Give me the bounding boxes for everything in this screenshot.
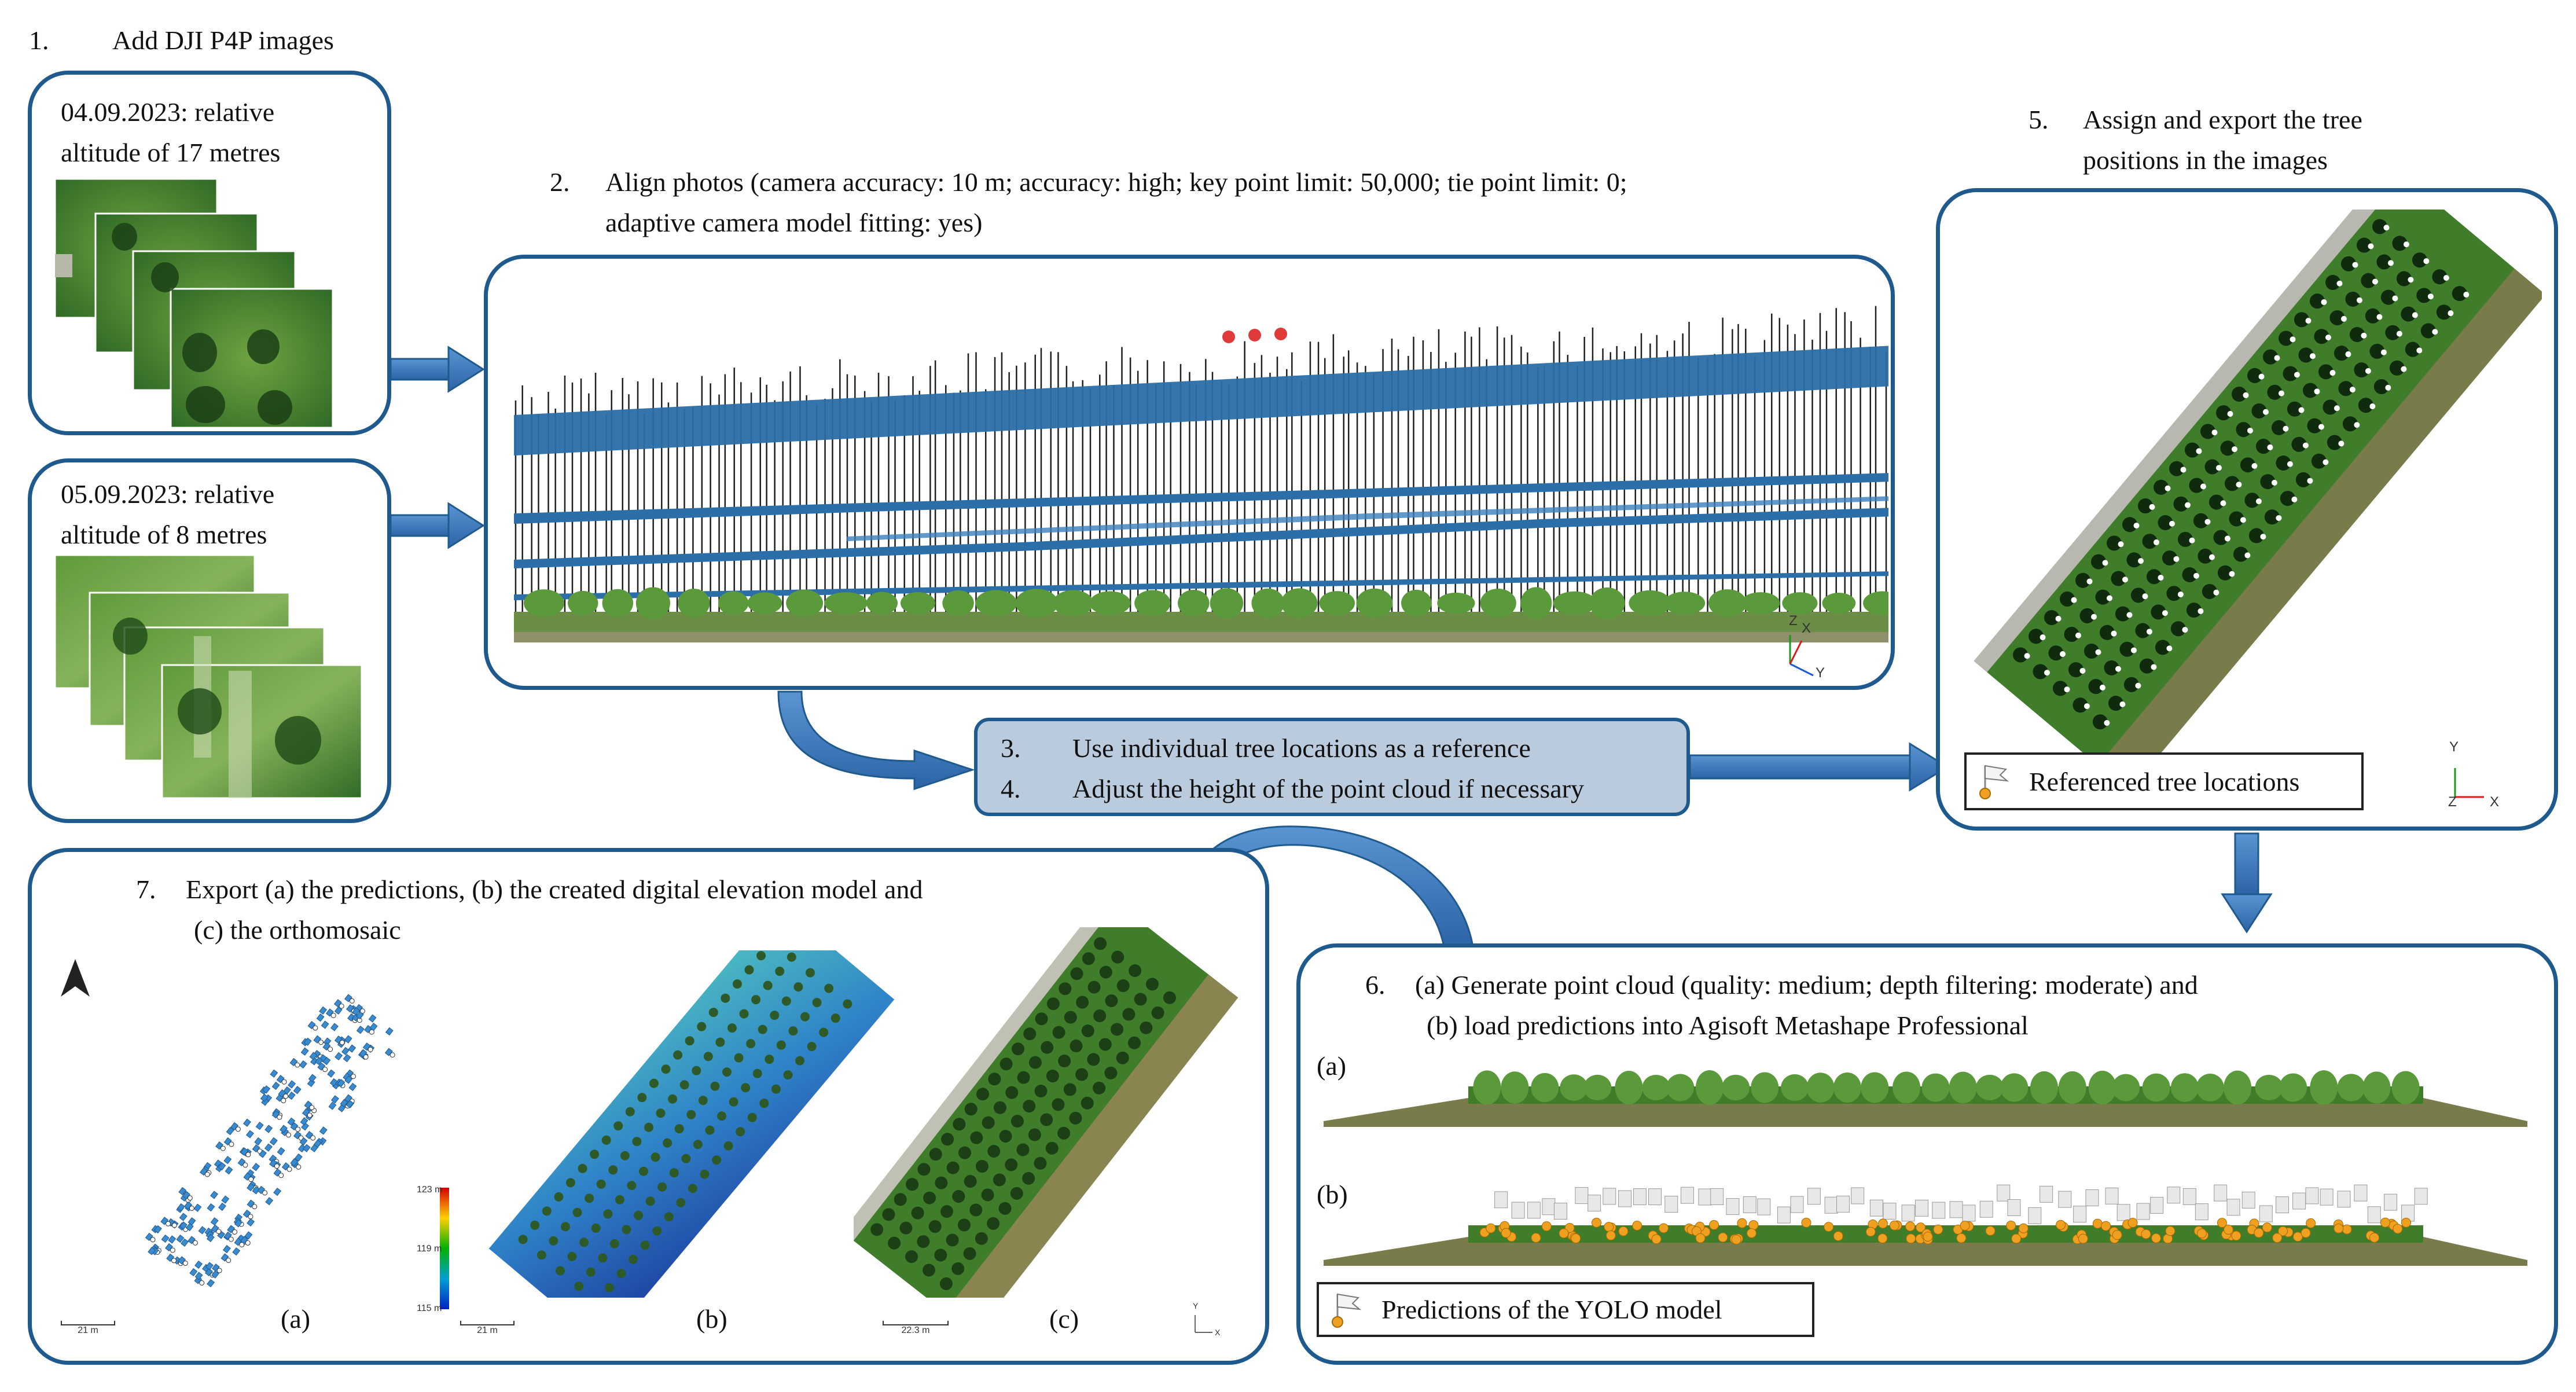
- step3-line: 3.Use individual tree locations as a ref…: [1001, 733, 1531, 763]
- arrow-assign-to-generate: [2221, 832, 2273, 934]
- step6-line1: 6.(a) Generate point cloud (quality: med…: [1365, 970, 2198, 1000]
- arrow-a-to-align: [389, 346, 485, 393]
- axis-triad-step5: [2454, 768, 2484, 798]
- point-cloud-panel: 6.(a) Generate point cloud (quality: med…: [1296, 943, 2558, 1365]
- exported-predictions-map: [145, 994, 395, 1288]
- north-arrow-icon: [61, 959, 90, 997]
- tree-positions-orthophoto: [1974, 210, 2542, 754]
- axis-triad-step2: [1789, 635, 1814, 677]
- arrow-align-to-reference: [777, 691, 975, 791]
- referenced-tree-legend-label: Referenced tree locations: [2029, 766, 2300, 796]
- step2-line1: 2.Align photos (camera accuracy: 10 m; a…: [550, 162, 1627, 203]
- flag-marker-icon: [1979, 765, 2009, 799]
- axis-y-label: Y: [1816, 665, 1825, 681]
- step1-heading: 1. Add DJI P4P images: [29, 20, 334, 61]
- step4-line: 4.Adjust the height of the point cloud i…: [1001, 774, 1585, 803]
- step5-line2: positions in the images: [2083, 145, 2328, 175]
- step6-label-a: (a): [1317, 1051, 1347, 1081]
- dem-legend-mid: 119 m: [417, 1244, 442, 1254]
- step2-number: 2.: [550, 167, 570, 197]
- scalebar-b: 21 m: [460, 1321, 515, 1336]
- dem-color-ramp: [440, 1188, 449, 1309]
- step6-line2: (b) load predictions into Agisoft Metash…: [1427, 1011, 2029, 1040]
- step7-label-b: (b): [696, 1304, 727, 1334]
- yolo-predictions-legend: Predictions of the YOLO model: [1317, 1282, 1814, 1337]
- step7-line2: (c) the orthomosaic: [194, 915, 401, 945]
- box-b-line2: altitude of 8 metres: [61, 520, 267, 549]
- step7-label-a: (a): [281, 1304, 311, 1334]
- referenced-tree-legend: Referenced tree locations: [1964, 752, 2364, 810]
- axis-y-label-7: Y: [1193, 1301, 1199, 1310]
- arrow-reference-to-assign: [1689, 742, 1949, 792]
- step7-label-c: (c): [1049, 1304, 1079, 1334]
- drone-images-8m: [55, 555, 363, 799]
- step1-number: 1.: [29, 25, 49, 55]
- axis-triad-step7: [1195, 1315, 1212, 1333]
- box-a-line1: 04.09.2023: relative: [61, 97, 275, 127]
- image-set-17m-panel: 04.09.2023: relative altitude of 17 metr…: [28, 71, 391, 435]
- dem-legend-max: 123 m: [417, 1185, 443, 1195]
- axis-x-label-5: X: [2490, 794, 2500, 810]
- image-set-8m-panel: 05.09.2023: relative altitude of 8 metre…: [28, 458, 391, 823]
- dem-legend-min: 115 m: [417, 1303, 442, 1313]
- yolo-predictions-legend-label: Predictions of the YOLO model: [1381, 1295, 1722, 1324]
- step6-label-b: (b): [1317, 1180, 1348, 1209]
- step2-line2: adaptive camera model fitting: yes): [605, 208, 983, 237]
- scalebar-c: 22.3 m: [883, 1321, 949, 1336]
- digital-elevation-model: [488, 950, 895, 1298]
- flag-marker-icon: [1332, 1293, 1362, 1328]
- axis-z-label: Z: [1789, 613, 1798, 629]
- align-photos-panel: Z X Y: [484, 255, 1895, 690]
- reference-steps-box: 3.Use individual tree locations as a ref…: [974, 718, 1690, 816]
- sparse-cloud-cameras: [514, 306, 1888, 677]
- step7-line1: 7.Export (a) the predictions, (b) the cr…: [136, 875, 923, 904]
- arrow-b-to-align: [389, 502, 485, 549]
- axis-z-label-5: Z: [2448, 794, 2457, 810]
- tree-positions-panel: Referenced tree locations Y Z X: [1936, 188, 2558, 831]
- axis-x-label: X: [1802, 620, 1811, 636]
- box-a-line2: altitude of 17 metres: [61, 138, 281, 167]
- axis-x-label-7: X: [1215, 1328, 1221, 1337]
- dense-point-cloud: [1324, 1070, 2527, 1127]
- drone-images-17m: [55, 179, 334, 429]
- scalebar-a: 21 m: [61, 1321, 115, 1336]
- axis-y-label-5: Y: [2449, 739, 2459, 755]
- orthomosaic: [854, 927, 1239, 1298]
- box-b-line1: 05.09.2023: relative: [61, 479, 275, 509]
- step1-text: Add DJI P4P images: [112, 25, 334, 55]
- point-cloud-with-predictions: [1324, 1184, 2527, 1266]
- export-panel: 7.Export (a) the predictions, (b) the cr…: [28, 848, 1269, 1365]
- step5-line1: 5.Assign and export the tree: [2029, 105, 2362, 134]
